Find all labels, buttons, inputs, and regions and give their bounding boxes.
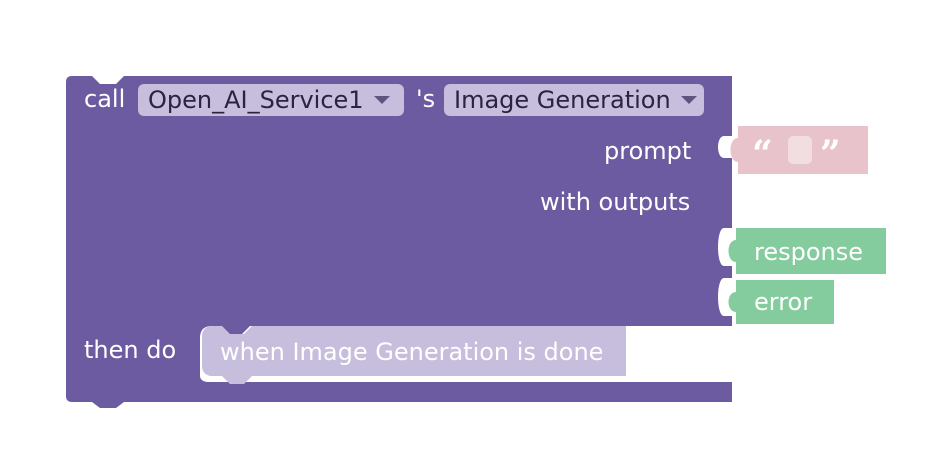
close-quote-icon: ” <box>820 133 841 175</box>
prompt-string-text-field[interactable] <box>788 136 812 164</box>
method-dropdown[interactable]: Image Generation <box>444 84 704 116</box>
call-block-body[interactable] <box>66 76 732 408</box>
then-do-label: then do <box>84 336 177 364</box>
with-outputs-label: with outputs <box>540 188 691 216</box>
response-output-block[interactable] <box>728 228 887 274</box>
call-label: call <box>84 85 126 113</box>
prompt-label: prompt <box>604 137 692 165</box>
component-dropdown[interactable]: Open_AI_Service1 <box>138 84 404 116</box>
method-dropdown-value: Image Generation <box>454 86 671 114</box>
callback-block[interactable] <box>202 326 626 384</box>
response-output-label: response <box>754 238 864 266</box>
open-quote-icon: “ <box>752 133 773 175</box>
callback-label: when Image Generation is done <box>220 338 604 366</box>
chevron-down-icon <box>680 96 697 104</box>
component-dropdown-value: Open_AI_Service1 <box>148 86 364 114</box>
error-output-label: error <box>754 288 813 316</box>
chevron-down-icon <box>373 96 390 104</box>
possessive-label: 's <box>416 85 436 113</box>
error-output-block[interactable] <box>728 280 835 324</box>
